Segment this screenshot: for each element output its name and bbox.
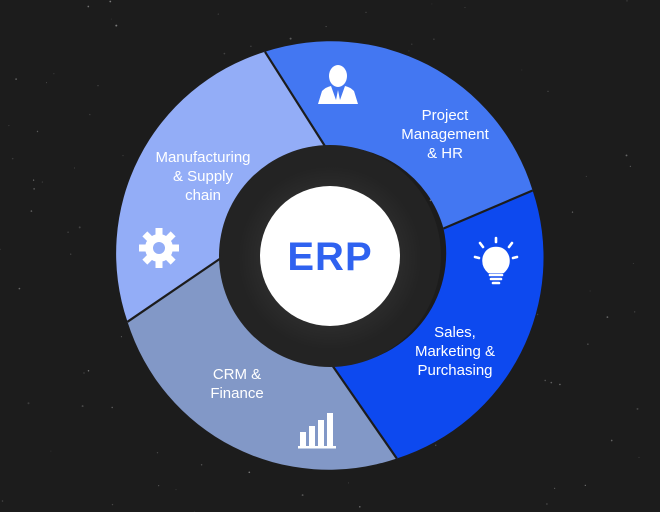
star-speck <box>606 316 609 318</box>
star-speck <box>632 262 634 264</box>
star-speck <box>30 210 33 212</box>
star-speck <box>175 489 177 491</box>
star-speck <box>73 167 75 169</box>
star-speck <box>521 69 523 71</box>
star-speck <box>610 439 613 442</box>
segment-label-sales: Sales, Marketing & Purchasing <box>414 324 496 379</box>
gear-icon <box>139 228 179 268</box>
star-speck <box>559 383 561 386</box>
star-speck <box>359 506 361 508</box>
segment-label-manufacturing: Manufacturing & Supply chain <box>155 149 251 204</box>
star-speck <box>15 78 17 80</box>
star-speck <box>36 130 39 133</box>
gear-tooth <box>155 228 163 238</box>
star-speck <box>81 405 84 408</box>
star-speck <box>158 485 160 487</box>
segment-project <box>265 41 533 229</box>
star-speck <box>110 18 112 20</box>
star-speck <box>46 82 47 84</box>
center-circle <box>260 186 400 326</box>
star-speck <box>87 369 90 372</box>
star-speck <box>571 211 574 213</box>
star-speck <box>464 7 466 8</box>
gear-tooth <box>155 258 163 268</box>
star-speck <box>111 406 113 409</box>
star-speck <box>70 253 72 255</box>
star-speck <box>50 450 52 452</box>
star-speck <box>589 290 591 292</box>
star-speck <box>0 248 1 251</box>
star-speck <box>365 11 367 13</box>
erp-center-label: ERP <box>287 234 373 279</box>
star-speck <box>636 407 639 410</box>
star-speck <box>33 188 35 190</box>
star-speck <box>11 157 14 160</box>
star-speck <box>544 379 546 382</box>
star-speck <box>32 179 35 181</box>
star-speck <box>411 43 413 45</box>
star-speck <box>109 0 112 3</box>
star-speck <box>89 113 91 116</box>
segment-label-crm: CRM & Finance <box>210 366 264 402</box>
star-speck <box>122 155 124 157</box>
star-speck <box>431 3 433 5</box>
star-speck <box>435 444 437 446</box>
star-speck <box>18 287 21 290</box>
star-speck <box>120 336 122 338</box>
star-speck <box>223 52 226 55</box>
person-icon <box>318 65 358 104</box>
segment-dividers <box>126 51 534 460</box>
lightbulb-icon <box>473 236 519 285</box>
star-speck <box>8 125 10 127</box>
star-speck <box>634 311 636 313</box>
star-speck <box>584 484 586 487</box>
star-speck <box>1 500 4 502</box>
star-speck <box>87 5 90 8</box>
star-speck <box>626 0 628 2</box>
star-speck <box>156 452 159 454</box>
star-speck <box>587 343 589 345</box>
star-speck <box>289 37 292 40</box>
star-speck <box>27 402 30 405</box>
star-speck <box>348 482 349 484</box>
star-speck <box>250 45 252 48</box>
star-speck <box>429 199 432 202</box>
star-speck <box>217 13 219 15</box>
star-speck <box>625 154 628 157</box>
star-speck <box>408 50 410 52</box>
star-speck <box>78 226 81 229</box>
star-speck <box>41 181 43 183</box>
star-speck <box>629 165 632 168</box>
star-speck <box>248 471 251 474</box>
star-speck <box>325 26 327 28</box>
star-speck <box>546 503 548 505</box>
star-speck <box>115 24 118 27</box>
star-speck <box>585 175 587 177</box>
star-speck <box>83 372 85 374</box>
star-speck <box>53 73 55 75</box>
star-speck <box>536 313 539 316</box>
star-speck <box>200 463 203 466</box>
bar-chart-icon <box>298 413 336 449</box>
star-speck <box>111 503 114 506</box>
star-speck <box>553 487 556 490</box>
star-speck <box>638 456 640 458</box>
star-speck <box>433 38 435 40</box>
star-speck <box>301 494 304 497</box>
star-speck <box>547 90 549 92</box>
star-speck <box>97 85 99 87</box>
star-speck <box>550 381 553 384</box>
segment-label-project: Project Management & HR <box>401 107 489 162</box>
star-speck <box>67 231 69 234</box>
